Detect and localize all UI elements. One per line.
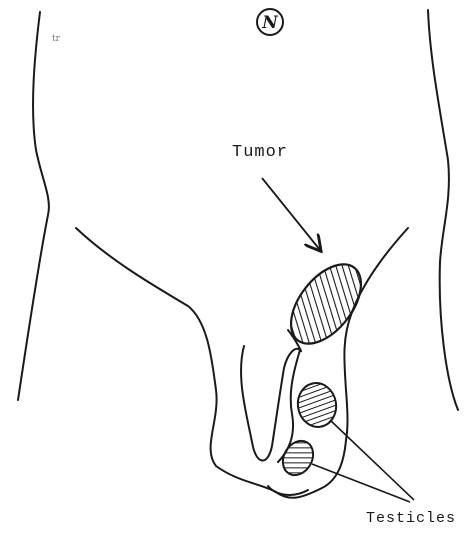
bottom-outline — [268, 486, 308, 495]
tumor-label: Tumor — [232, 143, 288, 162]
left-torso-outline — [18, 12, 49, 400]
tumor-mass — [277, 252, 375, 357]
orientation-marker: N — [257, 9, 283, 35]
orientation-marker-letter: N — [261, 13, 279, 33]
tumor-arrow — [262, 178, 320, 250]
testicles-label: Testicles — [366, 510, 456, 527]
right-torso-outline — [428, 10, 458, 410]
penis-outline — [241, 330, 301, 461]
testicle-lower — [277, 435, 319, 480]
right-groin-outline — [344, 228, 408, 440]
stray-mark: tr — [52, 34, 60, 44]
